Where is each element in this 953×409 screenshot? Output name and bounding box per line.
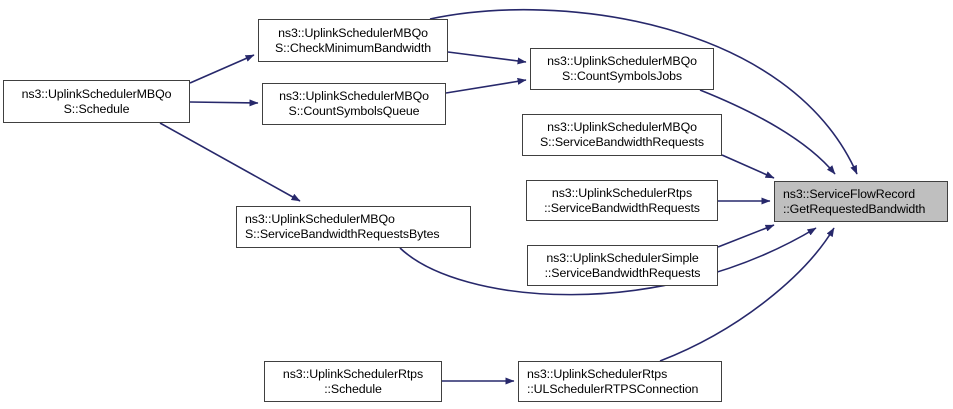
edge-schedule-to-checkminimumbandwidth [189, 54, 255, 84]
node-uplinkschedulermbqos-checkminimumbandwidth[interactable]: ns3::UplinkSchedulerMBQo S::CheckMinimum… [258, 19, 448, 62]
node-label-line2: ::ServiceBandwidthRequests [544, 265, 701, 280]
node-uplinkschedulersimple-servicebandwidthrequests[interactable]: ns3::UplinkSchedulerSimple ::ServiceBand… [527, 245, 718, 286]
node-label-line1: ns3::ServiceFlowRecord [783, 186, 916, 201]
node-label-line1: ns3::UplinkSchedulerMBQo [278, 25, 428, 40]
node-label-line1: ns3::UplinkSchedulerRtps [527, 366, 668, 381]
node-uplinkschedulermbqos-countsymbolsjobs[interactable]: ns3::UplinkSchedulerMBQo S::CountSymbols… [530, 48, 714, 90]
node-label-line1: ns3::UplinkSchedulerMBQo [547, 54, 697, 68]
edge-countsymbolsqueue-to-countsymbolsjobs [445, 77, 527, 94]
node-uplinkschedulermbqos-countsymbolsqueue[interactable]: ns3::UplinkSchedulerMBQo S::CountSymbols… [262, 83, 446, 125]
node-label-line2: S::ServiceBandwidthRequestsBytes [245, 227, 440, 241]
node-label-line2: ::Schedule [324, 381, 382, 396]
edge-mbqos-servicebandwidthrequests-to-getrequestedbandwidth [721, 154, 775, 179]
node-label-line2: S::CountSymbolsJobs [562, 69, 682, 83]
node-uplinkschedulermbqos-servicebandwidthrequests[interactable]: ns3::UplinkSchedulerMBQo S::ServiceBandw… [522, 114, 722, 156]
node-uplinkschedulermbqos-schedule[interactable]: ns3::UplinkSchedulerMBQo S::Schedule [3, 80, 190, 123]
node-label-line1: ns3::UplinkSchedulerMBQo [245, 212, 395, 226]
node-uplinkschedulerrtps-ulschedulerrtpsconnection[interactable]: ns3::UplinkSchedulerRtps ::ULSchedulerRT… [518, 361, 722, 402]
node-label-line2: ::ServiceBandwidthRequests [544, 200, 700, 215]
node-label-line1: ns3::UplinkSchedulerRtps [282, 366, 424, 381]
node-label-line2: S::CheckMinimumBandwidth [275, 40, 431, 55]
node-label-line2: ::GetRequestedBandwidth [783, 201, 926, 216]
node-uplinkschedulerrtps-schedule[interactable]: ns3::UplinkSchedulerRtps ::Schedule [264, 361, 442, 402]
node-label-line2: ::ULSchedulerRTPSConnection [527, 381, 699, 396]
node-label-line1: ns3::UplinkSchedulerRtps [551, 185, 693, 200]
node-uplinkschedulerrtps-servicebandwidthrequests[interactable]: ns3::UplinkSchedulerRtps ::ServiceBandwi… [526, 180, 718, 221]
node-label-line2: S::CountSymbolsQueue [288, 104, 420, 118]
edge-checkminimumbandwidth-to-countsymbolsjobs [447, 51, 527, 65]
node-label-line1: ns3::UplinkSchedulerMBQo [21, 86, 172, 101]
node-label-line1: ns3::UplinkSchedulerMBQo [547, 120, 697, 134]
edge-simple-servicebandwidthrequests-to-getrequestedbandwidth [717, 224, 775, 248]
edge-schedule-to-servicebandwidthrequestsbytes [159, 122, 301, 202]
node-serviceflowrecord-getrequestedbandwidth[interactable]: ns3::ServiceFlowRecord ::GetRequestedBan… [774, 181, 948, 222]
node-uplinkschedulermbqos-servicebandwidthrequestsbytes[interactable]: ns3::UplinkSchedulerMBQo S::ServiceBandw… [236, 206, 471, 248]
edge-schedule-to-countsymbolsqueue [189, 99, 259, 107]
node-label-line2: S::Schedule [63, 101, 130, 116]
node-label-line1: ns3::UplinkSchedulerSimple [546, 250, 699, 265]
node-label-line2: S::ServiceBandwidthRequests [540, 135, 704, 149]
node-label-line1: ns3::UplinkSchedulerMBQo [279, 89, 429, 103]
